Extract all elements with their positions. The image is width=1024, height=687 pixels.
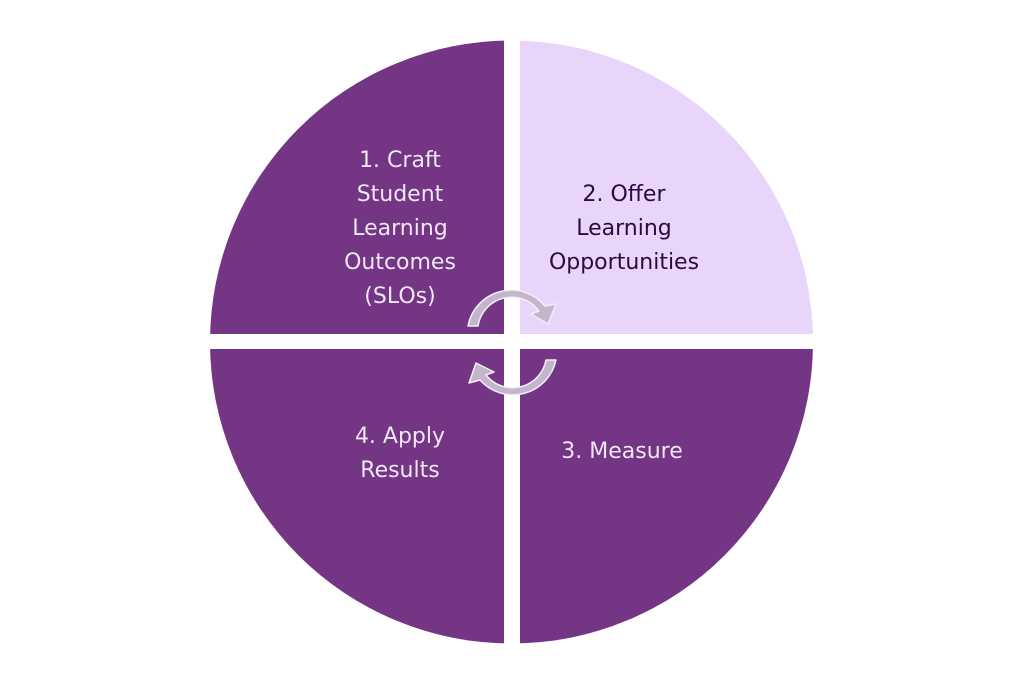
step-1-label: 1. Craft Student Learning Outcomes (SLOs…: [344, 148, 456, 309]
step-3-label: 3. Measure: [561, 439, 683, 464]
step-2-label: 2. Offer Learning Opportunities: [548, 182, 700, 275]
step-4-label: 4. Apply Results: [354, 424, 446, 483]
top-arrow-icon: [467, 289, 557, 327]
quadrant-bottom-left: [210, 349, 504, 644]
circular-arrows-icon: [467, 289, 557, 396]
bottom-arrow-icon: [468, 359, 557, 396]
quadrant-bottom-right: [520, 349, 813, 644]
